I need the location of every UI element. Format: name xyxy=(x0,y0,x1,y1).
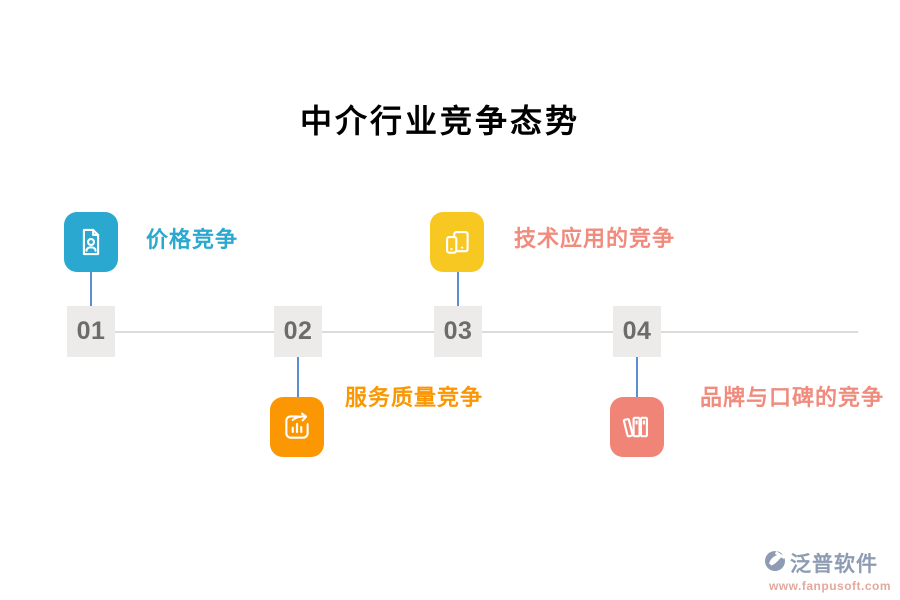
technology-application-icon-box xyxy=(430,212,484,272)
mobile-devices-icon xyxy=(440,225,474,259)
item-label-price-competition: 价格竞争 xyxy=(146,227,239,252)
item-label-technology-application: 技术应用的竞争 xyxy=(514,226,676,251)
brand-reputation-icon-box xyxy=(610,397,664,457)
connector-item-1 xyxy=(90,271,92,306)
milestone-number-4: 04 xyxy=(613,306,661,357)
bar-chart-arrow-icon xyxy=(280,410,314,444)
page-title: 中介行业竞争态势 xyxy=(299,103,580,139)
item-label-brand-reputation: 品牌与口碑的竞争 xyxy=(700,385,885,410)
watermark-brand: 泛普软件 xyxy=(790,553,878,576)
service-quality-icon-box xyxy=(270,397,324,457)
item-label-service-quality: 服务质量竞争 xyxy=(345,385,484,410)
person-document-icon xyxy=(74,225,108,259)
books-icon xyxy=(620,410,654,444)
milestone-number-3: 03 xyxy=(434,306,482,357)
milestone-number-1: 01 xyxy=(67,306,115,357)
fanpu-logo-icon xyxy=(763,549,787,578)
connector-item-2 xyxy=(297,357,299,397)
connector-item-3 xyxy=(457,271,459,306)
connector-item-4 xyxy=(636,357,638,397)
milestone-number-2: 02 xyxy=(274,306,322,357)
price-competition-icon-box xyxy=(64,212,118,272)
watermark-url: www.fanpusoft.com xyxy=(768,579,892,593)
watermark: 泛普软件 www.fanpusoft.com xyxy=(763,548,897,593)
